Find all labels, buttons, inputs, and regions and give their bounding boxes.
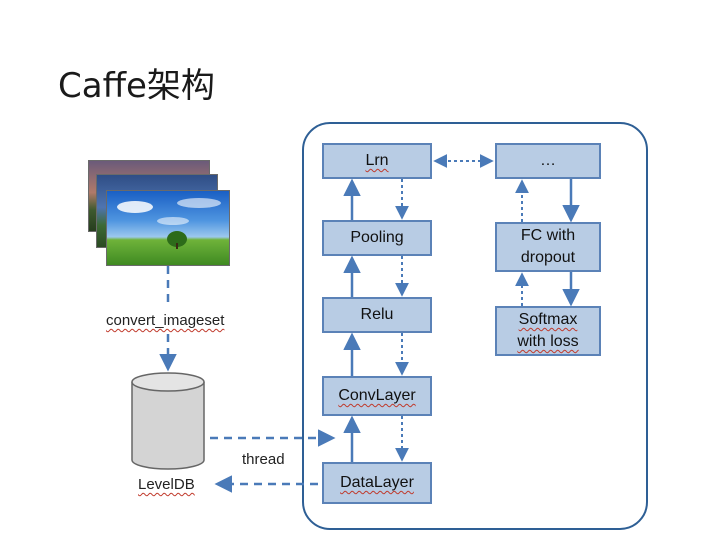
leveldb-label: LevelDB — [138, 476, 195, 493]
pooling-label: Pooling — [350, 229, 404, 246]
thread-label: thread — [242, 451, 285, 468]
photo-front — [106, 190, 230, 266]
fc-dropout-layer-box[interactable]: FC with dropout — [495, 222, 601, 272]
ellipsis-label: … — [540, 152, 556, 169]
data-layer-label: DataLayer — [340, 474, 414, 491]
photo-front-scene — [117, 198, 221, 249]
data-layer-box[interactable]: DataLayer — [322, 462, 432, 504]
lrn-label: Lrn — [365, 152, 389, 169]
conv-layer-box[interactable]: ConvLayer — [322, 376, 432, 416]
relu-layer-box[interactable]: Relu — [322, 297, 432, 333]
relu-label: Relu — [360, 306, 394, 323]
ellipsis-layer-box[interactable]: … — [495, 143, 601, 179]
pooling-layer-box[interactable]: Pooling — [322, 220, 432, 256]
conv-layer-label: ConvLayer — [338, 387, 416, 404]
convert-imageset-label: convert_imageset — [106, 312, 225, 329]
softmax-label: Softmax with loss — [517, 311, 579, 350]
softmax-layer-box[interactable]: Softmax with loss — [495, 306, 601, 356]
lrn-layer-box[interactable]: Lrn — [322, 143, 432, 179]
fc-dropout-label: FC with dropout — [520, 227, 576, 266]
network-frame — [302, 122, 648, 530]
page-title: Caffe架构 — [58, 66, 215, 106]
